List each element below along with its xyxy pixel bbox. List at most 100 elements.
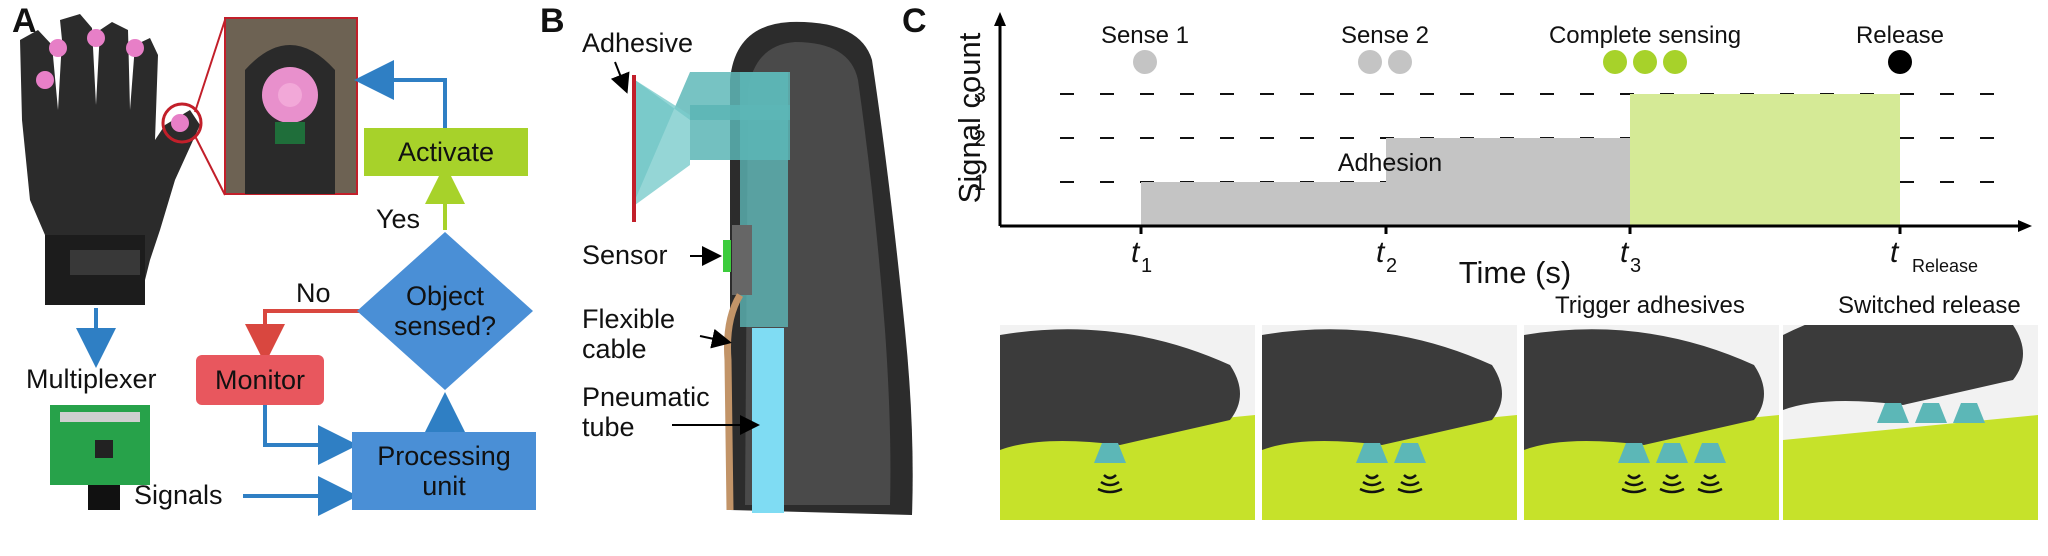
sensor-label: Sensor — [582, 240, 668, 270]
processing-unit-box: Processing unit — [352, 432, 536, 510]
pneumatic-line1: Pneumatic — [582, 382, 710, 412]
signal-wave-icon — [1665, 474, 1679, 480]
event-dot — [1133, 50, 1157, 74]
monitor-box: Monitor — [196, 355, 324, 405]
glove-render — [1262, 329, 1502, 450]
event-dot — [1388, 50, 1412, 74]
sensor-chip — [732, 225, 752, 295]
suction-cup-render — [1618, 443, 1650, 463]
signal-wave-icon — [1100, 480, 1120, 487]
photo-strip — [1000, 325, 2038, 520]
x-axis-arrowhead — [2018, 220, 2032, 232]
x-tick-label: t — [1620, 236, 1630, 269]
glove-render — [1524, 329, 1764, 450]
surface-plane — [1262, 415, 1517, 520]
event-label: Sense 2 — [1341, 22, 1429, 49]
panel-label-b: B — [540, 2, 565, 40]
adhesion-label: Adhesion — [1338, 149, 1442, 177]
signal-wave-icon — [1659, 487, 1685, 494]
yes-label: Yes — [376, 204, 421, 234]
signal-wave-icon — [1359, 487, 1385, 494]
fingertip-inset-photo — [224, 17, 358, 195]
processing-line2: unit — [422, 471, 466, 501]
x-tick-label: t — [1376, 236, 1386, 269]
suction-cup — [632, 72, 790, 327]
signal-wave-icon — [1624, 480, 1644, 487]
y-axis-arrowhead — [994, 12, 1006, 26]
signal-wave-icon — [1362, 480, 1382, 487]
signals-label: Signals — [134, 480, 223, 510]
x-tick-label: t — [1131, 236, 1141, 269]
y-tick-label: 1 — [974, 170, 986, 195]
signal-step-bar — [1386, 138, 1630, 226]
glove-render — [1783, 325, 2023, 410]
pneumatic-tube-label: Pneumatic tube — [582, 382, 710, 442]
signal-wave-icon — [1103, 474, 1117, 480]
glove-render — [1000, 329, 1240, 450]
signal-wave-icon — [1397, 487, 1423, 494]
event-dot — [1633, 50, 1657, 74]
decision-line1: Object — [405, 281, 485, 311]
suction-cup-render — [1877, 403, 1909, 423]
event-dot — [1358, 50, 1382, 74]
suction-cup-render — [1394, 443, 1426, 463]
activate-label: Activate — [397, 137, 495, 167]
panel-a-graphics — [20, 14, 533, 516]
signal-wave-icon — [1627, 474, 1641, 480]
x-tick-subscript: 2 — [1386, 255, 1397, 277]
event-dot — [1663, 50, 1687, 74]
signal-wave-icon — [1700, 480, 1720, 487]
signal-step-bar — [1141, 182, 1386, 226]
surface-plane — [1000, 415, 1255, 520]
y-tick-label: 3 — [974, 82, 986, 107]
photo-caption-trigger: Trigger adhesives — [1555, 292, 1745, 319]
x-tick-subscript: 3 — [1630, 255, 1641, 277]
pneumatic-tube — [752, 328, 784, 513]
pneumatic-line2: tube — [582, 412, 635, 442]
panel-label-c: C — [902, 2, 927, 40]
y-tick-label: 2 — [974, 126, 986, 151]
event-dot — [1603, 50, 1627, 74]
multiplexer-board-photo — [50, 405, 150, 510]
adhesive-label: Adhesive — [582, 28, 694, 58]
glove-photo — [20, 14, 226, 305]
activate-box: Activate — [364, 128, 528, 176]
panel-b-graphics — [610, 21, 913, 516]
event-label: Sense 1 — [1101, 22, 1189, 49]
surface-plane — [1524, 415, 1779, 520]
event-label: Complete sensing — [1549, 22, 1741, 49]
surface-plane — [1783, 415, 2038, 520]
flexible-cable-label: Flexible cable — [582, 304, 675, 364]
signal-wave-icon — [1403, 474, 1417, 480]
signal-wave-icon — [1662, 480, 1682, 487]
x-tick-subscript: Release — [1912, 256, 1978, 276]
flexible-line2: cable — [582, 334, 647, 364]
signal-step-bar — [1630, 94, 1900, 226]
signal-wave-icon — [1697, 487, 1723, 494]
monitor-label: Monitor — [214, 365, 306, 395]
x-tick-label: t — [1890, 236, 1900, 269]
signal-wave-icon — [1365, 474, 1379, 480]
decision-line2: sensed? — [393, 311, 497, 341]
no-label: No — [296, 278, 331, 308]
suction-cup-render — [1094, 443, 1126, 463]
suction-cup-render — [1694, 443, 1726, 463]
x-tick-subscript: 1 — [1141, 255, 1152, 277]
processing-line1: Processing — [377, 441, 511, 471]
suction-cup-render — [1915, 403, 1947, 423]
signal-wave-icon — [1621, 487, 1647, 494]
y-axis-label: Signal count — [952, 32, 987, 203]
event-dot — [1888, 50, 1912, 74]
signal-wave-icon — [1097, 487, 1123, 494]
suction-cup-render — [1953, 403, 1985, 423]
decision-diamond — [357, 232, 533, 390]
flexible-line1: Flexible — [582, 304, 676, 334]
decision-text: Object sensed? — [385, 280, 505, 342]
flexible-cable — [724, 293, 744, 511]
multiplexer-label: Multiplexer — [26, 364, 157, 394]
event-label: Release — [1856, 22, 1944, 49]
x-axis-label: Time (s) — [1459, 255, 1572, 290]
signal-wave-icon — [1400, 480, 1420, 487]
suction-cup-render — [1656, 443, 1688, 463]
